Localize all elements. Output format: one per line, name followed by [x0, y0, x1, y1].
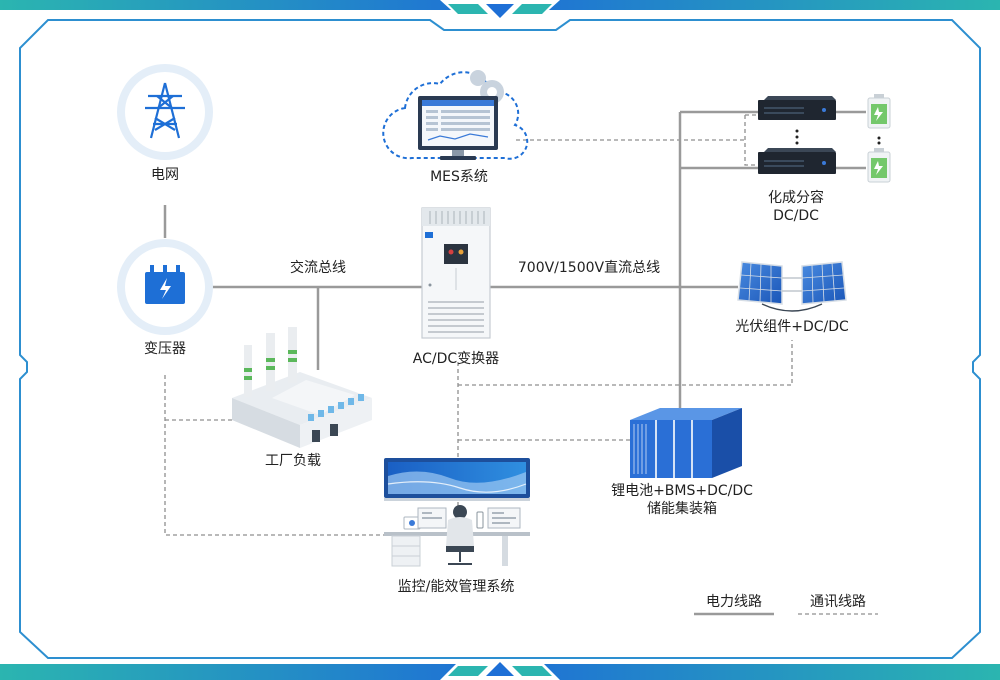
pv-label: 光伏组件+DC/DC [735, 319, 849, 335]
legend-comm-label: 通讯线路 [810, 594, 866, 610]
comm-lines [164, 114, 793, 536]
grid-node[interactable] [117, 64, 213, 160]
mes-monitor-icon[interactable] [382, 70, 529, 160]
monitoring-station-icon[interactable] [384, 458, 530, 567]
battery-label-line1: 锂电池+BMS+DC/DC [611, 483, 753, 499]
transformer-icon [145, 265, 185, 304]
frame-bottom [0, 660, 1000, 680]
power-lines [163, 110, 866, 418]
converter-label: AC/DC变换器 [412, 351, 500, 367]
formation-label-line1: 化成分容 [768, 190, 824, 206]
battery-label-line2: 储能集装箱 [646, 501, 717, 517]
frame-top [0, 0, 1000, 18]
factory-load-label: 工厂负载 [265, 453, 321, 469]
monitor-label: 监控/能效管理系统 [397, 579, 515, 595]
transformer-node[interactable] [117, 239, 213, 335]
battery-container-icon[interactable] [630, 408, 742, 478]
frame-border [19, 19, 981, 659]
formation-label-line2: DC/DC [773, 208, 819, 224]
grid-label: 电网 [151, 167, 179, 183]
factory-icon[interactable] [232, 327, 372, 448]
dc-bus-label: 700V/1500V直流总线 [517, 260, 661, 276]
formation-label: 化成分容 DC/DC [768, 189, 824, 225]
battery-label: 锂电池+BMS+DC/DC 储能集装箱 [611, 482, 753, 518]
battery-cell-icon [867, 94, 891, 129]
mes-label: MES系统 [430, 169, 488, 185]
acdc-converter-cabinet[interactable] [421, 207, 491, 339]
ac-bus-label: 交流总线 [290, 260, 346, 276]
transformer-label: 变压器 [144, 341, 186, 357]
legend-power-label: 电力线路 [706, 594, 762, 610]
solar-panels-icon[interactable] [737, 261, 847, 312]
transmission-tower-icon [145, 82, 185, 139]
formation-units-icon[interactable] [758, 94, 891, 183]
battery-cell-icon [867, 148, 891, 183]
